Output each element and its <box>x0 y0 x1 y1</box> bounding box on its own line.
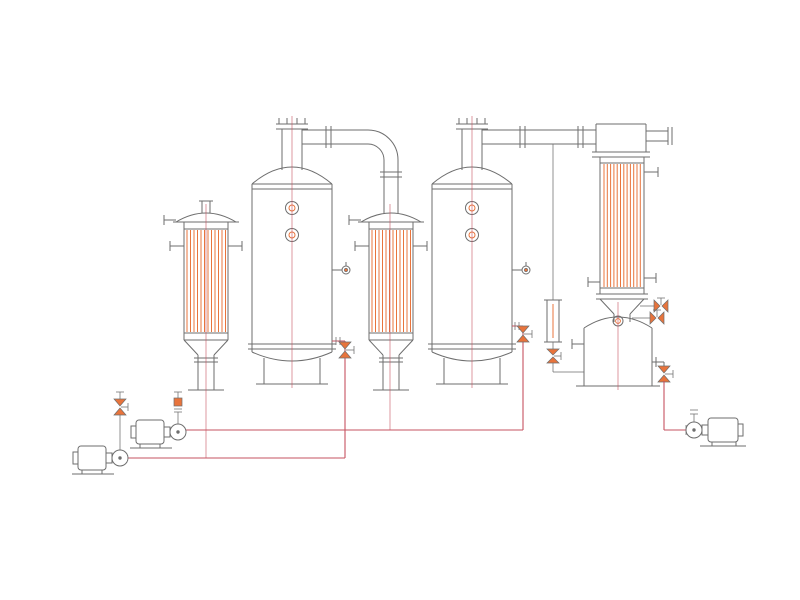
piping-network <box>128 116 687 459</box>
heater-1 <box>163 200 243 391</box>
level-gauge-icon <box>332 262 351 275</box>
motor <box>77 445 107 471</box>
top-flange <box>592 151 650 158</box>
valve-icon <box>516 325 533 343</box>
valve-icon <box>657 365 674 383</box>
condenser <box>587 123 673 325</box>
valve-icon <box>338 341 355 359</box>
outlet-nozzle <box>652 357 665 367</box>
side-nozzles <box>587 167 659 287</box>
centerlines <box>205 116 619 458</box>
tube-bundle <box>371 230 411 332</box>
shell <box>368 222 414 341</box>
duct-flange <box>519 126 584 148</box>
motor-endcap <box>72 451 79 465</box>
bottom-flange <box>596 293 648 300</box>
check-valve-icon <box>173 397 183 407</box>
cone-and-skirt <box>368 339 414 391</box>
evaporator-2 <box>428 118 531 385</box>
bolt-ticks <box>458 118 486 124</box>
vapor-duct-1 <box>302 126 402 214</box>
duct-flange <box>380 171 402 178</box>
pump-1 <box>130 391 187 449</box>
coupling <box>163 426 171 438</box>
motor-endcap <box>737 423 744 437</box>
pump-3 <box>685 409 746 447</box>
baseplate <box>700 442 746 447</box>
header-nozzle <box>646 127 673 145</box>
coupling <box>701 424 709 436</box>
baseplate <box>130 444 172 449</box>
lid <box>359 212 423 223</box>
side-nozzles <box>169 241 243 251</box>
pump-2 <box>72 391 129 475</box>
vent-stub <box>690 409 698 422</box>
side-nozzles <box>354 241 428 251</box>
vent-stub <box>199 200 213 213</box>
vapor-duct-2 <box>482 126 596 148</box>
motor <box>707 417 739 443</box>
motor-endcap <box>130 425 137 439</box>
tube-bundle <box>603 164 641 287</box>
bolt-ticks <box>278 118 306 124</box>
cone <box>599 298 645 322</box>
header <box>595 123 647 152</box>
valve-icon <box>546 348 562 364</box>
feed-line-1 <box>128 340 346 459</box>
tube-bundle <box>186 230 226 332</box>
baseplate <box>72 470 114 475</box>
shell <box>599 157 645 294</box>
receiver-tank <box>571 315 674 387</box>
suction-riser <box>174 391 182 424</box>
valve-icon <box>632 309 665 325</box>
gauge-body <box>544 299 562 343</box>
valve-icon <box>640 297 669 313</box>
valve-icon <box>113 398 129 416</box>
feed-line-2 <box>186 325 524 431</box>
motor <box>135 419 165 445</box>
elbow <box>367 129 399 161</box>
left-nozzle <box>571 339 584 349</box>
lid-nozzle <box>348 215 361 225</box>
suction-riser <box>116 391 124 450</box>
level-gauge-icon <box>512 262 531 275</box>
lid-nozzle <box>163 215 176 225</box>
duct-flange <box>325 126 332 148</box>
heater-2 <box>348 212 428 391</box>
evaporator-1 <box>248 118 351 385</box>
condensate-line <box>663 381 686 431</box>
coupling <box>105 452 113 464</box>
gauge-column <box>544 144 584 373</box>
